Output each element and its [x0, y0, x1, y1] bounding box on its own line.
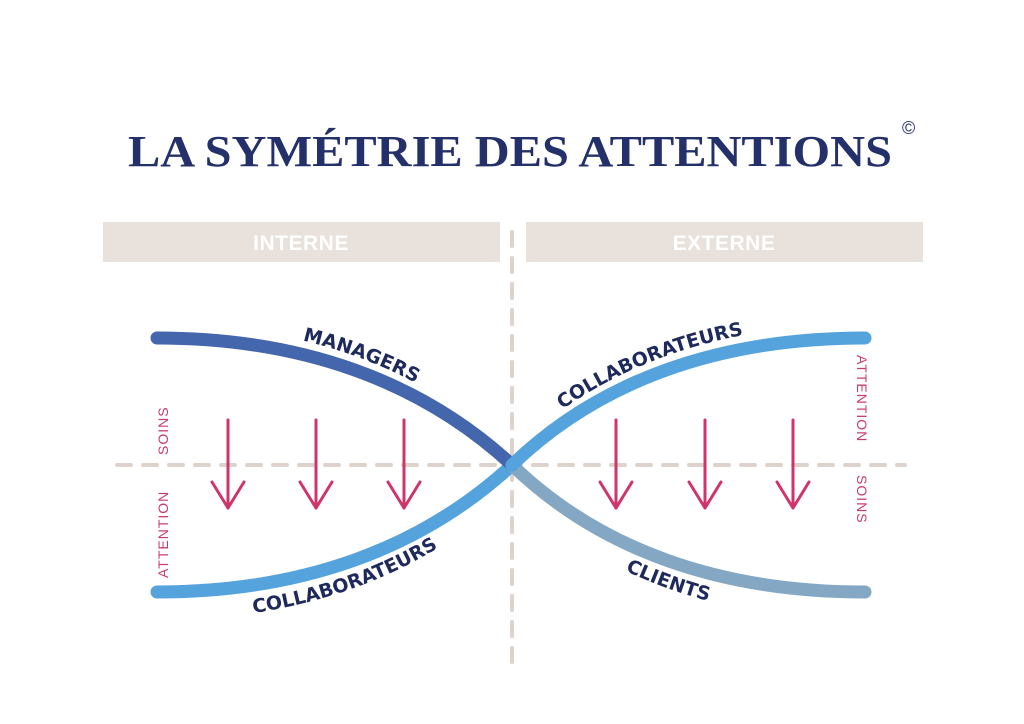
copyright-mark: © [902, 118, 915, 138]
down-arrow-icon [386, 418, 422, 510]
label-right-collaborateurs: COLLABORATEURS [553, 318, 745, 413]
left-soins-label: SOINS [155, 406, 171, 455]
left-attention-label: ATTENTION [155, 491, 171, 578]
down-arrow-icon [775, 418, 811, 510]
right-attention-label: ATTENTION [854, 355, 870, 442]
down-arrow-icon [210, 418, 246, 510]
curve-managers [150, 331, 519, 472]
down-arrow-icon [298, 418, 334, 510]
externe-header-bar [526, 222, 923, 262]
curve-clients [505, 458, 872, 599]
interne-header-bar [103, 222, 500, 262]
interne-header-label: INTERNE [253, 232, 349, 255]
down-arrow-icon [687, 418, 723, 510]
down-arrow-icon [598, 418, 634, 510]
curve-left-collaborateurs [150, 458, 519, 599]
page-title: LA SYMÉTRIE DES ATTENTIONS [128, 127, 892, 176]
right-soins-label: SOINS [854, 475, 870, 524]
curve-right-collaborateurs [505, 331, 872, 472]
externe-header-label: EXTERNE [673, 232, 776, 255]
